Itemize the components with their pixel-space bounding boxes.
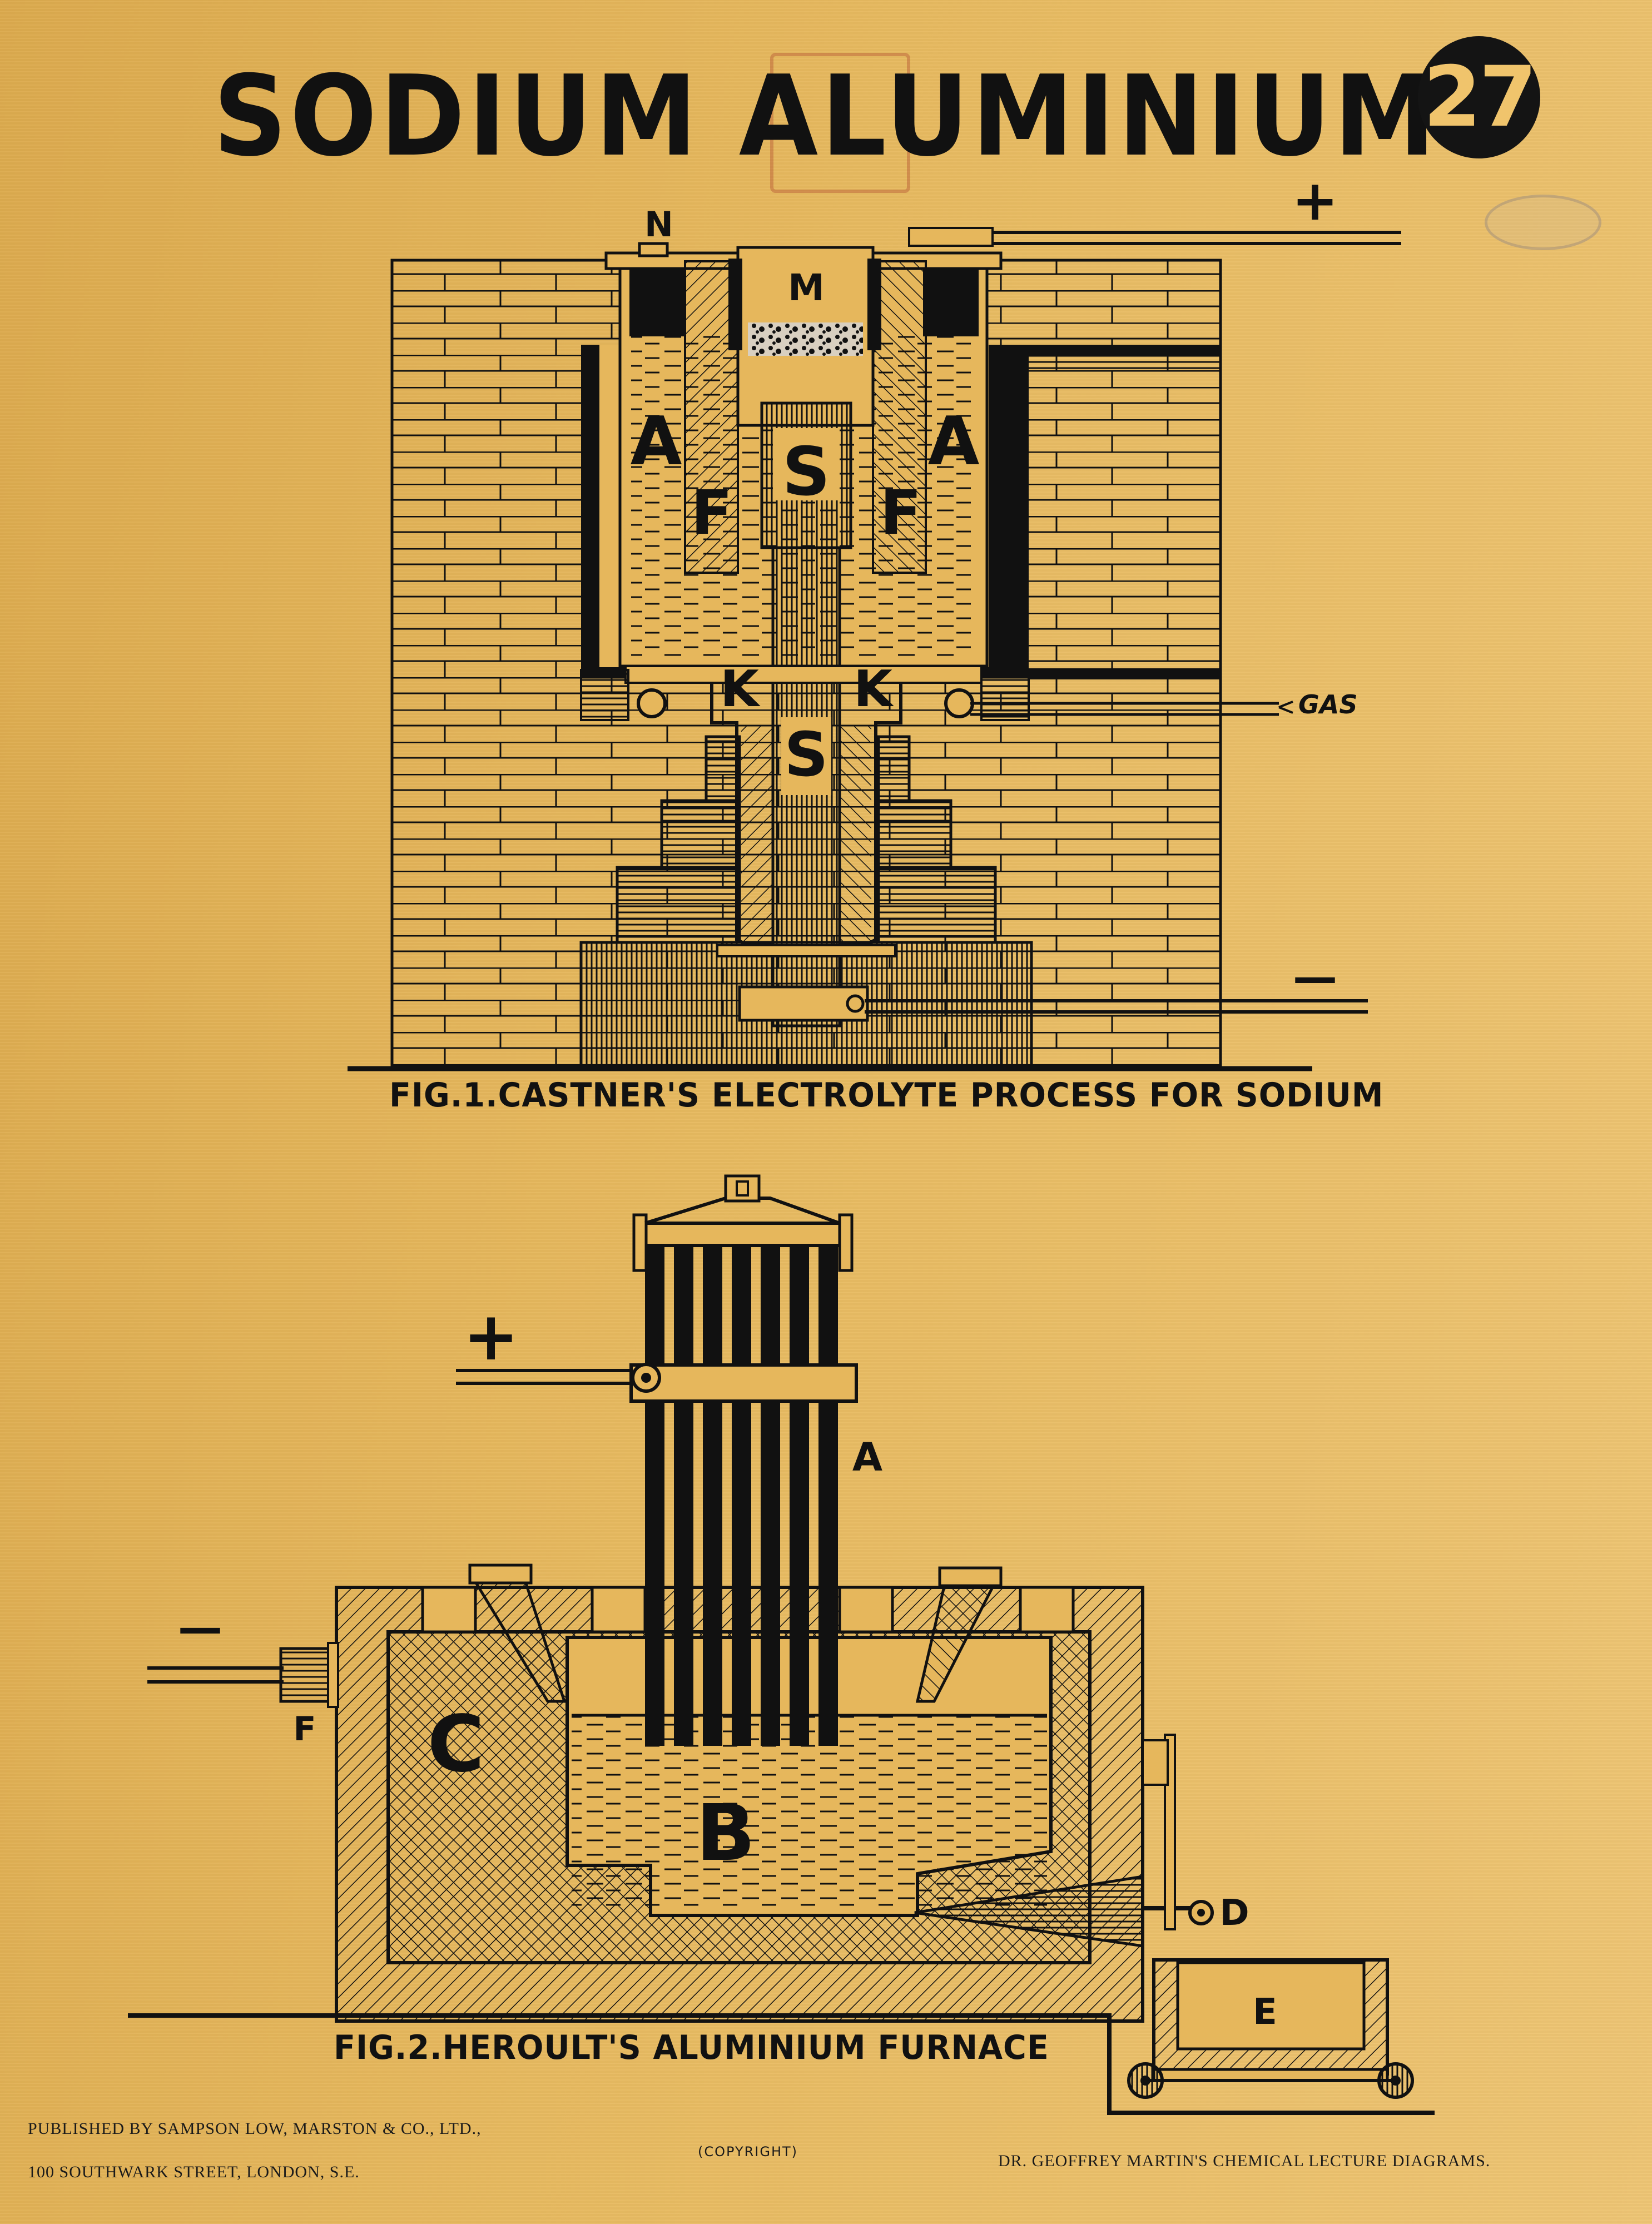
fig1-caption: FIG.1.CASTNER'S ELECTROLYTE PROCESS FOR … bbox=[389, 1076, 1384, 1115]
fig1-label-f-right: F bbox=[880, 477, 921, 548]
fig1-gauze-right bbox=[872, 260, 927, 574]
fig2-suspension-hook bbox=[724, 1174, 761, 1203]
fig2-tap-hole bbox=[914, 1875, 1144, 1948]
fig1-negative-lead bbox=[865, 999, 1368, 1014]
fig1-gas-arrow bbox=[1278, 701, 1293, 714]
fig2-label-e: E bbox=[1253, 1992, 1277, 2033]
fig1-label-k-left: K bbox=[720, 660, 761, 718]
fig2-heroult-diagram: A B C D E F + — bbox=[128, 1174, 1435, 2115]
fig2-label-minus: — bbox=[178, 1602, 222, 1654]
fig1-castner-diagram: N M A A F F S S K K GAS + — bbox=[348, 168, 1401, 1071]
fig2-label-f: F bbox=[294, 1710, 316, 1749]
fig2-anode-frame bbox=[638, 1222, 847, 1247]
fig2-collecting-cart bbox=[1127, 1958, 1414, 2099]
fig2-clamp-bar bbox=[629, 1363, 858, 1403]
fig1-gas-burner-right bbox=[944, 688, 974, 718]
fig1-label-m: M bbox=[788, 266, 825, 309]
fig1-label-k-right: K bbox=[854, 660, 894, 718]
fig1-label-gas: GAS bbox=[1298, 689, 1358, 719]
fig1-label-minus: — bbox=[1293, 951, 1337, 1003]
sheet-number-badge: 27 bbox=[1418, 36, 1540, 158]
copyright-notice: (COPYRIGHT) bbox=[698, 2144, 798, 2160]
fig2-label-d: D bbox=[1219, 1893, 1249, 1934]
fig2-carbon-anodes bbox=[645, 1245, 838, 1746]
fig2-label-a: A bbox=[852, 1434, 882, 1480]
fig1-gas-burner-left bbox=[637, 688, 667, 718]
publisher-line-2: 100 SOUTHWARK STREET, LONDON, S.E. bbox=[28, 2163, 360, 2181]
fig1-molten-sodium bbox=[748, 322, 863, 356]
fig1-label-plus: + bbox=[1292, 168, 1338, 233]
fig1-stepped-base bbox=[579, 735, 1033, 1069]
fig1-label-a-right: A bbox=[928, 403, 980, 480]
fig1-label-a-left: A bbox=[631, 403, 682, 480]
fig1-label-s-upper: S bbox=[782, 434, 830, 511]
series-title: DR. GEOFFREY MARTIN'S CHEMICAL LECTURE D… bbox=[998, 2152, 1491, 2170]
publisher-line-1: PUBLISHED BY SAMPSON LOW, MARSTON & CO.,… bbox=[28, 2119, 482, 2138]
fig2-label-plus: + bbox=[463, 1298, 519, 1376]
fig2-molten-bath bbox=[572, 1715, 1047, 1911]
fig1-label-f-left: F bbox=[691, 477, 732, 548]
fig2-caption: FIG.2.HEROULT'S ALUMINIUM FURNACE bbox=[334, 2028, 1049, 2067]
page-title: SODIUM ALUMINIUM bbox=[213, 52, 1439, 181]
fig1-label-s-lower: S bbox=[784, 719, 828, 790]
fig1-neck-left bbox=[741, 726, 773, 942]
fig2-positive-lead bbox=[456, 1369, 633, 1385]
oval-stamp bbox=[1485, 195, 1601, 250]
fig2-label-c: C bbox=[428, 1699, 485, 1790]
fig1-gas-pipe bbox=[970, 702, 1279, 716]
fig2-ground-line bbox=[128, 2013, 1435, 2115]
library-stamp bbox=[770, 53, 910, 193]
fig1-label-n: N bbox=[644, 204, 673, 245]
fig2-negative-lead bbox=[147, 1666, 284, 1684]
fig2-label-b: B bbox=[696, 1788, 756, 1879]
fig1-neck-right bbox=[840, 726, 871, 942]
